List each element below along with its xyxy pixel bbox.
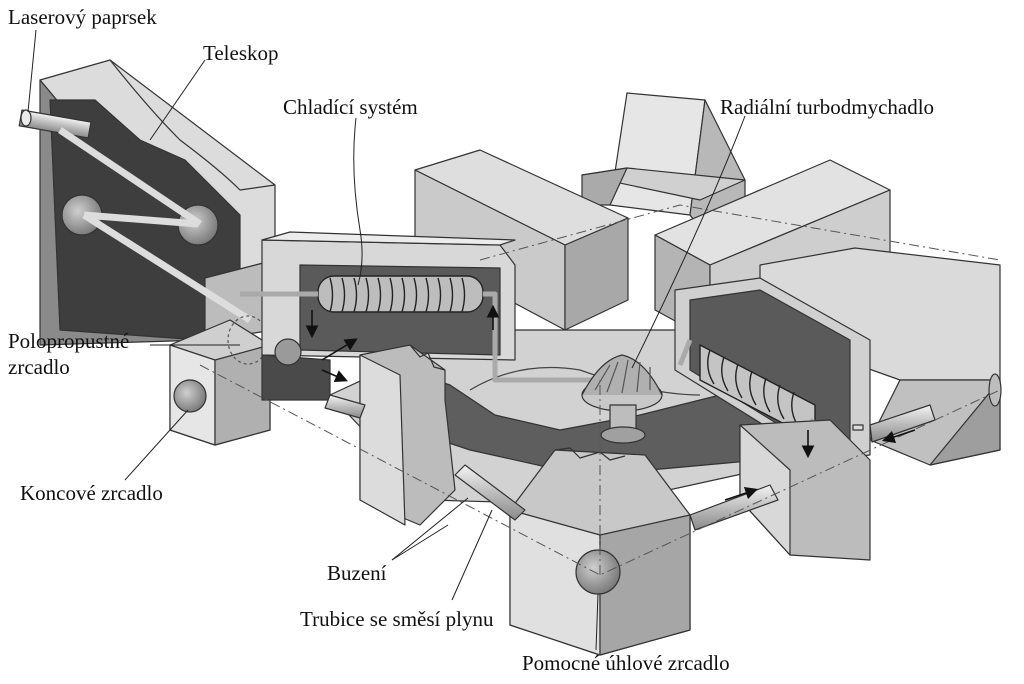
- front-left-block: [359, 344, 456, 526]
- label-aux-mirror: Pomocné úhlové zrcadlo: [522, 651, 730, 675]
- label-semi-mirror-line2: zrcadlo: [8, 355, 70, 379]
- label-end-mirror: Koncové zrcadlo: [20, 481, 163, 505]
- telescope-mirrors: [58, 127, 252, 323]
- end-mirror-block: [169, 315, 271, 446]
- optical-path: [199, 204, 1001, 576]
- flow-arrows: [305, 304, 916, 501]
- label-radial-blower: Radiální turbodmychadlo: [720, 95, 935, 119]
- label-semi-mirror-line1: Polopropustné: [8, 329, 130, 353]
- label-excitation: Buzení: [327, 561, 387, 585]
- laser-beam-tube: [18, 109, 92, 139]
- label-gas-tube: Trubice se směsí plynu: [300, 607, 494, 631]
- label-telescope: Teleskop: [203, 41, 279, 65]
- label-cooling-system: Chladící systém: [283, 95, 418, 119]
- leader-lines: [27, 29, 746, 651]
- label-laser-beam: Laserový paprsek: [8, 5, 157, 29]
- turbo-blower: [581, 354, 663, 444]
- cooling-coil: [240, 275, 600, 383]
